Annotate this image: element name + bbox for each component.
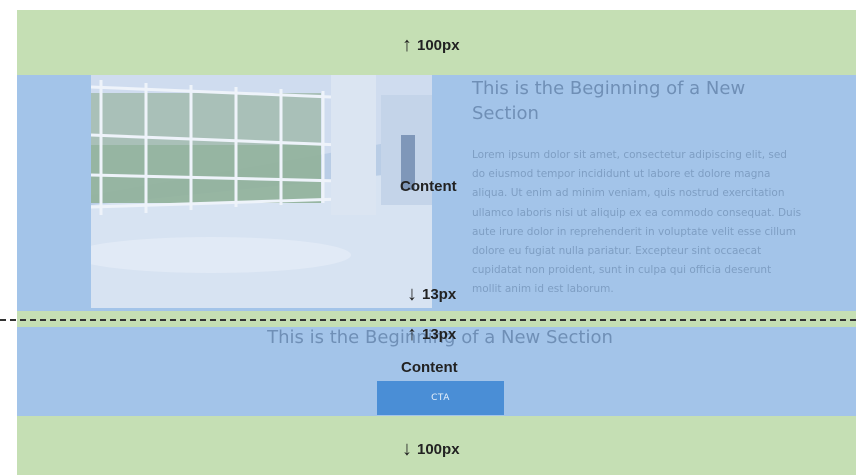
top-padding-annotation: ↑ 100px — [402, 34, 460, 57]
cta-button[interactable]: CTA — [377, 381, 504, 415]
arrow-down-icon: ↓ — [402, 438, 412, 460]
section-1-content-label: Content — [400, 178, 457, 195]
arrow-up-icon: ↑ — [407, 323, 417, 345]
bottom-padding-annotation: ↓ 100px — [402, 438, 460, 461]
bottom-padding-value: 100px — [417, 441, 460, 458]
section-1-bottom-padding-annotation: ↓ 13px — [407, 283, 456, 306]
section-divider-dashed-line — [0, 319, 856, 321]
section-2-title: This is the Beginning of a New Section — [267, 327, 613, 348]
section-1-bottom-padding-value: 13px — [422, 286, 457, 303]
arrow-up-icon: ↑ — [402, 34, 412, 56]
section-2-top-padding-value: 13px — [422, 326, 457, 343]
top-padding-band — [17, 10, 856, 75]
section-2-content-label: Content — [401, 359, 458, 376]
bottom-padding-band — [17, 416, 856, 475]
top-padding-value: 100px — [417, 37, 460, 54]
section-2-top-padding-annotation: ↑ 13px — [407, 323, 456, 346]
arrow-down-icon: ↓ — [407, 283, 417, 305]
hallway-image — [91, 75, 432, 308]
section-1-body-text: Lorem ipsum dolor sit amet, consectetur … — [472, 149, 802, 296]
section-1-title: This is the Beginning of a New Section — [472, 78, 746, 124]
